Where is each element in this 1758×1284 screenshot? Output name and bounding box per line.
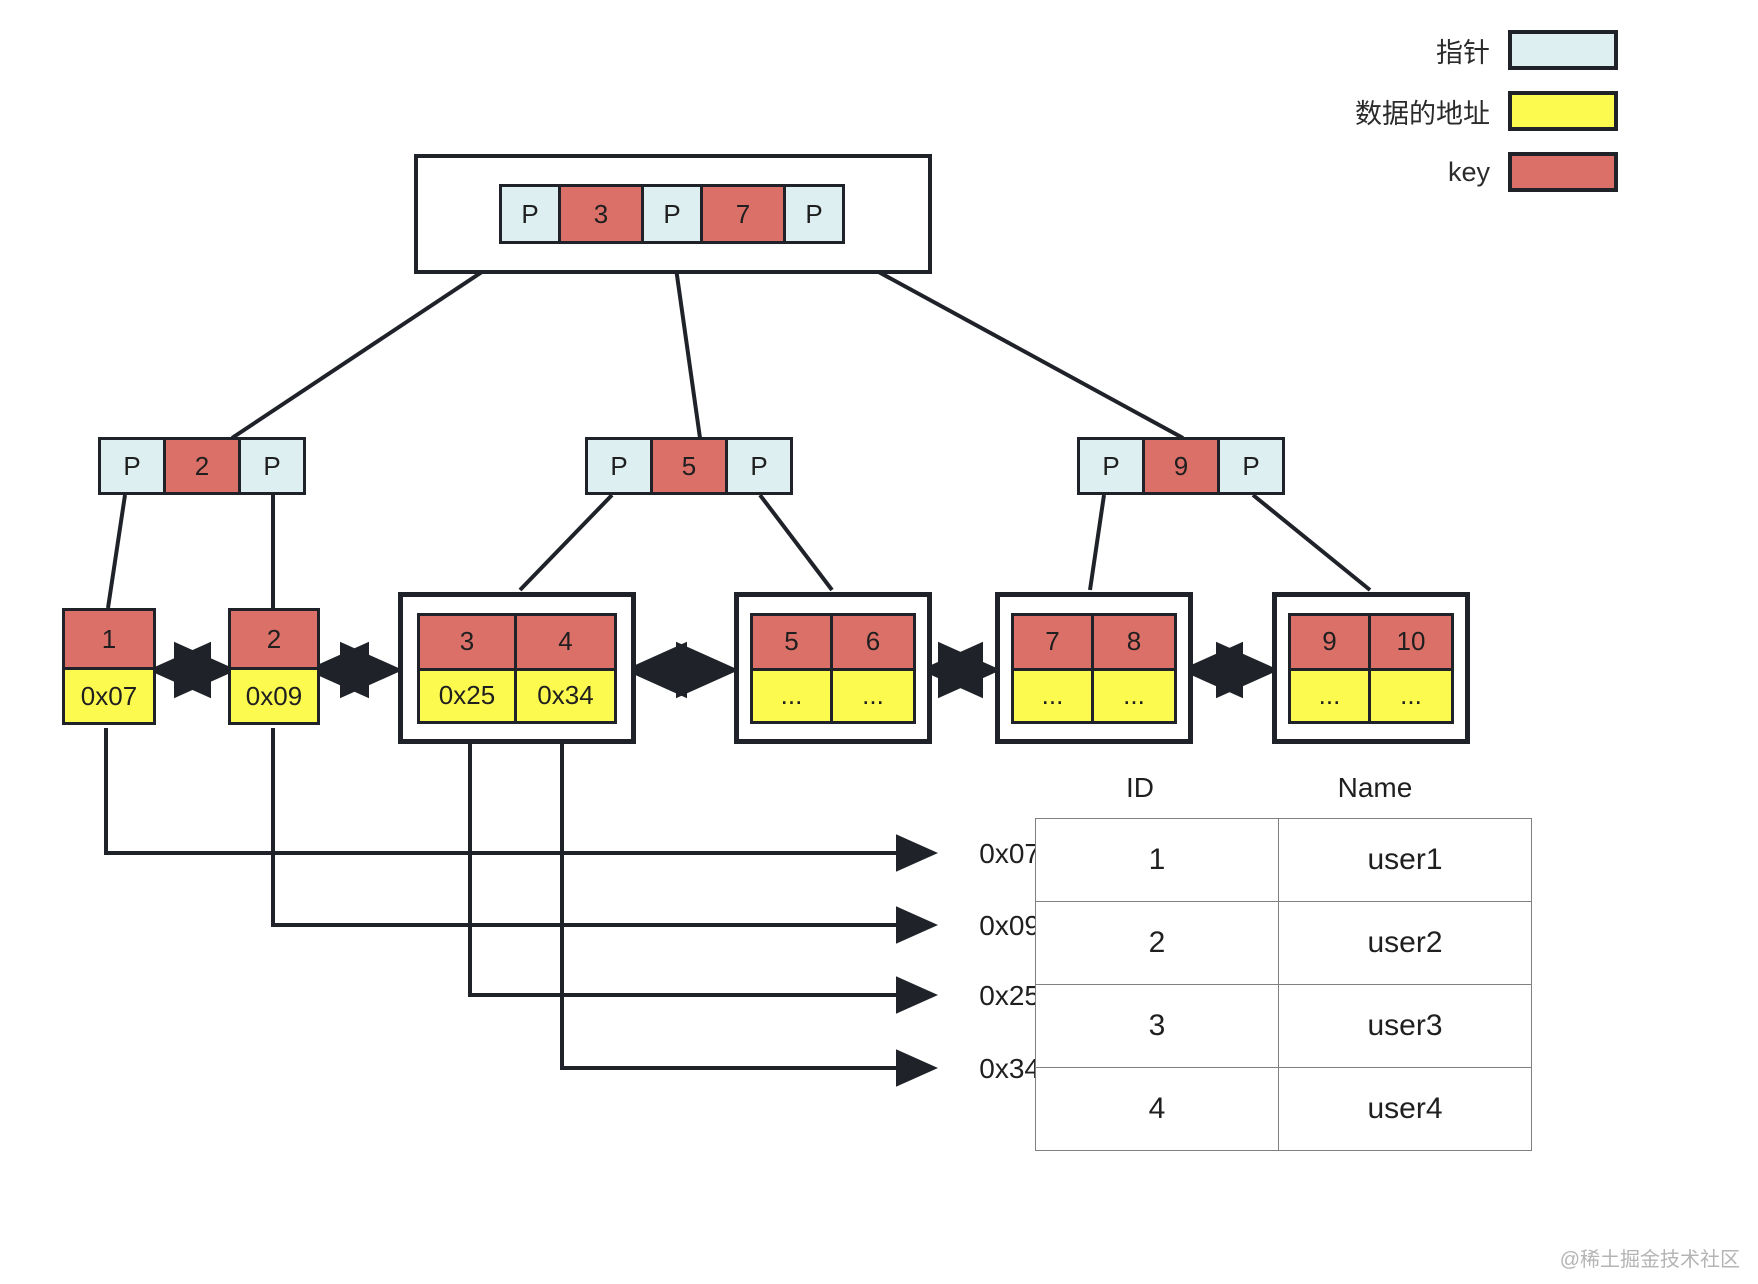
internal-node-middle[interactable]: P 5 P (585, 437, 793, 495)
legend-item-key: key (1280, 152, 1618, 192)
watermark: @稀土掘金技术社区 (1559, 1249, 1740, 1271)
legend-swatch-key (1508, 152, 1618, 192)
leaf-node-4[interactable]: 5 6 ... ... (734, 592, 932, 744)
leaf-6-addr-1[interactable]: ... (1368, 667, 1454, 724)
leaf-4-addr-0[interactable]: ... (750, 667, 833, 724)
internal-right-cell-pointer-0[interactable]: P (1077, 437, 1145, 495)
leaf-5-addr-1[interactable]: ... (1091, 667, 1177, 724)
leaf-4-addr-1[interactable]: ... (830, 667, 916, 724)
table-cell-name: user1 (1278, 818, 1532, 902)
leaf-4-key-0[interactable]: 5 (750, 612, 833, 671)
table-cell-id: 2 (1035, 901, 1279, 985)
table-cell-name: user4 (1278, 1067, 1532, 1151)
internal-left-cell-pointer-1[interactable]: P (238, 437, 306, 495)
internal-left-cell-key-2[interactable]: 2 (163, 437, 241, 495)
leaf-6-key-0[interactable]: 9 (1288, 612, 1371, 671)
table-header-id: ID (1126, 772, 1154, 803)
leaf-node-1[interactable]: 1 0x07 (62, 608, 156, 725)
legend-label-data-address: 数据的地址 (1355, 98, 1490, 129)
legend-item-data-address: 数据的地址 (1280, 91, 1618, 131)
leaf-2-key-0[interactable]: 2 (228, 608, 320, 670)
leaf-4-key-1[interactable]: 6 (830, 612, 916, 671)
address-label-0x34: 0x34 (979, 1053, 1040, 1084)
internal-left-cell-pointer-0[interactable]: P (98, 437, 166, 495)
root-cell-pointer-0[interactable]: P (499, 184, 561, 244)
leaf-3-key-1[interactable]: 4 (514, 612, 617, 671)
root-cell-key-7[interactable]: 7 (700, 184, 786, 244)
legend-label-key: key (1447, 156, 1490, 187)
user-data-table: 1 user1 2 user2 3 user3 4 user4 (1035, 818, 1532, 1151)
leaf-5-addr-0[interactable]: ... (1011, 667, 1094, 724)
address-label-0x07: 0x07 (979, 838, 1040, 869)
internal-right-cell-pointer-1[interactable]: P (1217, 437, 1285, 495)
leaf-2-addr-0[interactable]: 0x09 (228, 667, 320, 725)
legend-label-pointer: 指针 (1436, 37, 1490, 68)
root-cell-pointer-1[interactable]: P (641, 184, 703, 244)
leaf-3-addr-0[interactable]: 0x25 (417, 667, 517, 724)
table-cell-id: 1 (1035, 818, 1279, 902)
table-header-name: Name (1337, 772, 1413, 803)
root-node[interactable]: P 3 P 7 P (499, 184, 845, 244)
leaf-1-addr-0[interactable]: 0x07 (62, 667, 156, 725)
leaf-node-3[interactable]: 3 4 0x25 0x34 (398, 592, 636, 744)
table-cell-id: 3 (1035, 984, 1279, 1068)
leaf-1-key-0[interactable]: 1 (62, 608, 156, 670)
legend-swatch-pointer (1508, 30, 1618, 70)
leaf-6-key-1[interactable]: 10 (1368, 612, 1454, 671)
internal-node-left[interactable]: P 2 P (98, 437, 306, 495)
address-label-0x09: 0x09 (979, 910, 1040, 941)
leaf-node-2[interactable]: 2 0x09 (228, 608, 320, 725)
leaf-5-key-1[interactable]: 8 (1091, 612, 1177, 671)
legend-item-pointer: 指针 (1280, 30, 1618, 70)
leaf-node-6[interactable]: 9 10 ... ... (1272, 592, 1470, 744)
table-cell-id: 4 (1035, 1067, 1279, 1151)
table-row[interactable]: 3 user3 (1035, 984, 1532, 1068)
legend-swatch-data-address (1508, 91, 1618, 131)
table-row[interactable]: 4 user4 (1035, 1067, 1532, 1151)
leaf-6-addr-0[interactable]: ... (1288, 667, 1371, 724)
table-cell-name: user2 (1278, 901, 1532, 985)
address-label-0x25: 0x25 (979, 980, 1040, 1011)
leaf-3-key-0[interactable]: 3 (417, 612, 517, 671)
internal-node-right[interactable]: P 9 P (1077, 437, 1285, 495)
leaf-5-key-0[interactable]: 7 (1011, 612, 1094, 671)
table-row[interactable]: 1 user1 (1035, 818, 1532, 902)
internal-right-cell-key-9[interactable]: 9 (1142, 437, 1220, 495)
internal-middle-cell-pointer-0[interactable]: P (585, 437, 653, 495)
leaf-3-addr-1[interactable]: 0x34 (514, 667, 617, 724)
internal-middle-cell-key-5[interactable]: 5 (650, 437, 728, 495)
root-cell-pointer-2[interactable]: P (783, 184, 845, 244)
table-cell-name: user3 (1278, 984, 1532, 1068)
leaf-node-5[interactable]: 7 8 ... ... (995, 592, 1193, 744)
table-row[interactable]: 2 user2 (1035, 901, 1532, 985)
internal-middle-cell-pointer-1[interactable]: P (725, 437, 793, 495)
root-cell-key-3[interactable]: 3 (558, 184, 644, 244)
